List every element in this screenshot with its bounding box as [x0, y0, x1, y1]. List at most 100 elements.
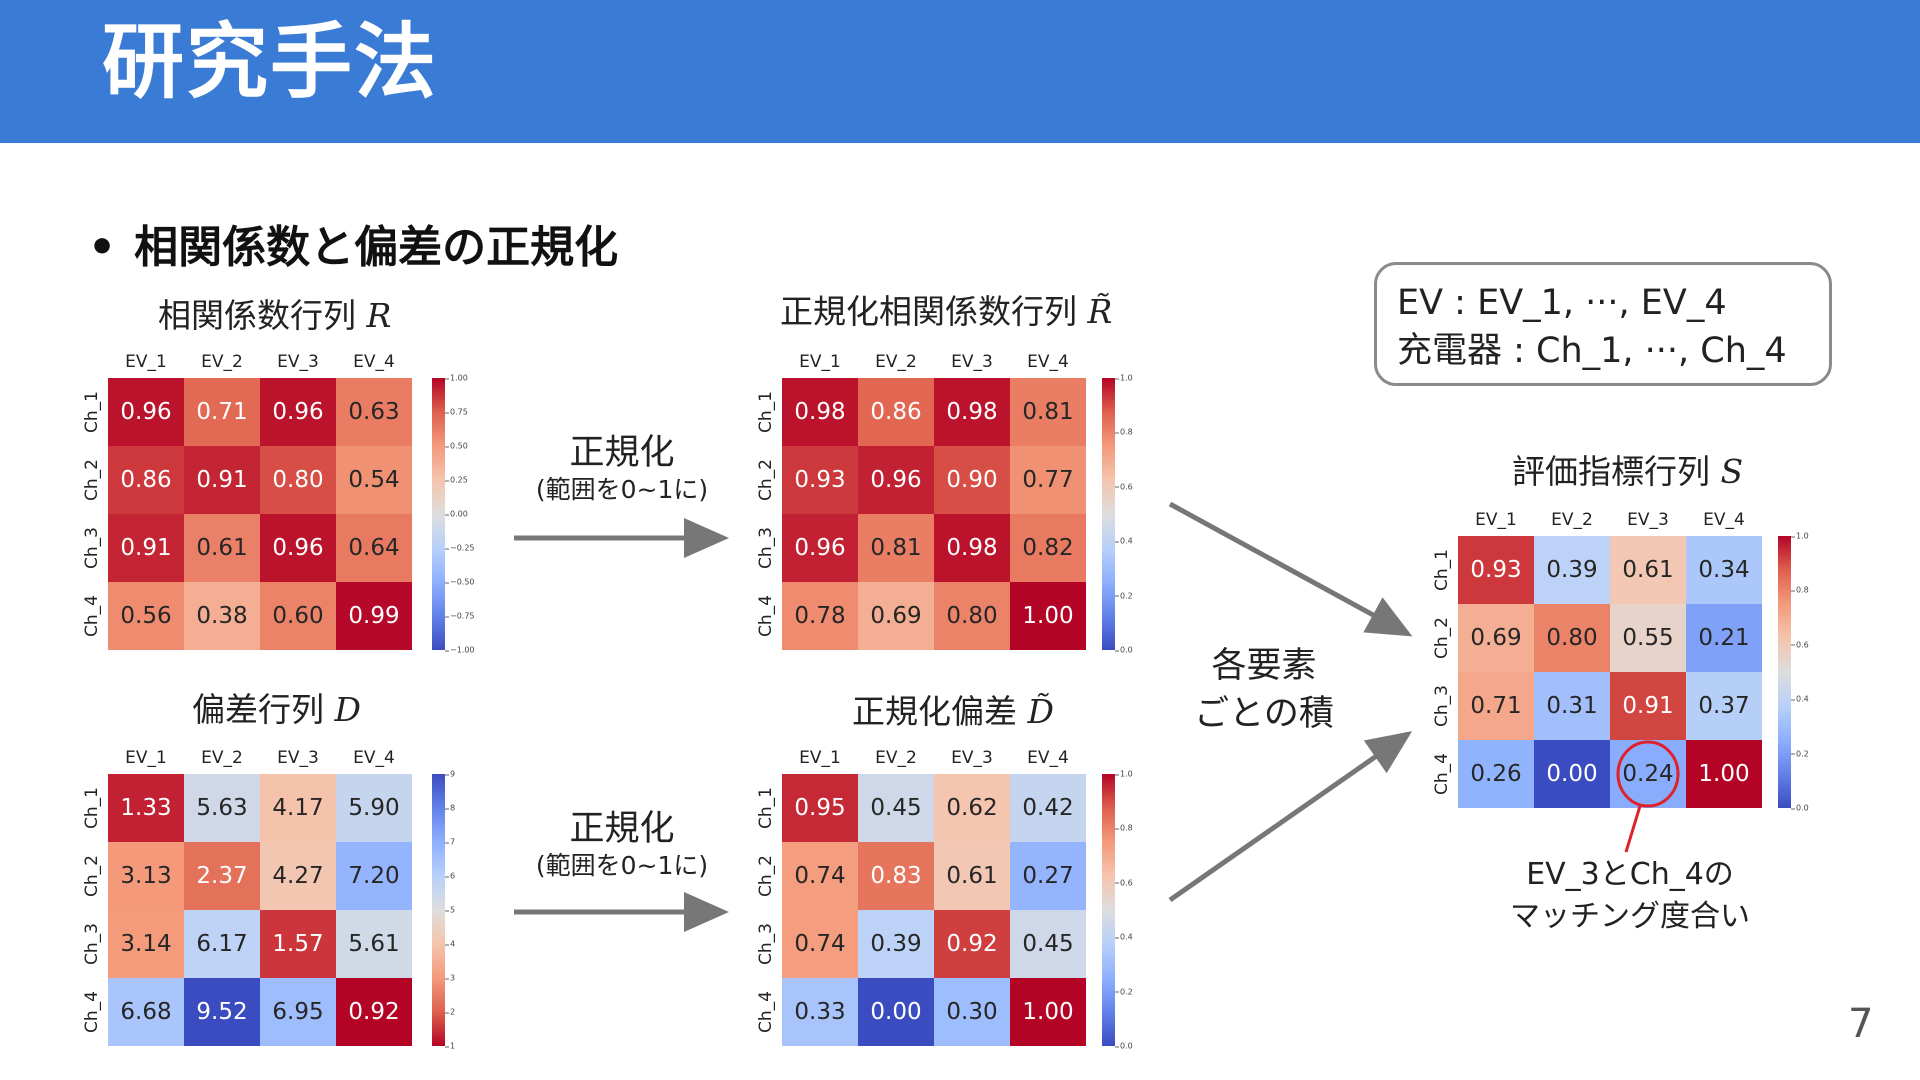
heatmap-cell: 0.63	[336, 378, 412, 446]
matrix-title-D: 偏差行列 D	[192, 690, 361, 729]
column-label: EV_2	[201, 748, 243, 768]
heatmap-cell: 0.21	[1686, 604, 1762, 672]
colorbar-tick: −0.25	[445, 543, 475, 553]
heatmap-cell: 0.39	[1534, 536, 1610, 604]
heatmap-cell: 1.57	[260, 910, 336, 978]
colorbar-tick: 0.50	[445, 441, 468, 451]
column-label: EV_1	[799, 748, 841, 768]
column-label: EV_3	[277, 352, 319, 372]
heatmap-cell: 2.37	[184, 842, 260, 910]
colorbar-tick: 7	[444, 837, 456, 847]
row-label: Ch_4	[756, 595, 776, 637]
heatmap-cell: 0.86	[108, 446, 184, 514]
column-label: EV_3	[277, 748, 319, 768]
row-label: Ch_4	[82, 595, 102, 637]
heatmap-cell: 0.90	[934, 446, 1010, 514]
matrix-title-Rn: 正規化相関係数行列 R̃	[780, 292, 1113, 331]
row-label: Ch_2	[82, 855, 102, 897]
heatmap-cell: 0.77	[1010, 446, 1086, 514]
heatmap-cell: 0.95	[782, 774, 858, 842]
colorbar-tick: 1.00	[445, 373, 468, 383]
heatmap-cell: 0.34	[1686, 536, 1762, 604]
heatmap-cell: 0.80	[934, 582, 1010, 650]
colorbar-tick: −0.50	[445, 577, 475, 587]
heatmap-cell: 0.42	[1010, 774, 1086, 842]
row-label: Ch_2	[1432, 617, 1452, 659]
row-label: Ch_2	[756, 855, 776, 897]
heatmap-cell: 0.98	[782, 378, 858, 446]
colorbar-tick: 0.75	[445, 407, 468, 417]
colorbar-tick: 0.0	[1115, 1041, 1133, 1051]
bullet-dot: •	[88, 222, 117, 273]
column-label: EV_4	[1027, 352, 1069, 372]
colorbar-tick: 1.0	[1115, 373, 1133, 383]
colorbar-tick: 0.8	[1115, 823, 1133, 833]
row-label: Ch_3	[756, 923, 776, 965]
normalize-label-bottom-sub: (範囲を0~1に)	[535, 851, 709, 880]
row-label: Ch_1	[1432, 549, 1452, 591]
row-label: Ch_4	[756, 991, 776, 1033]
heatmap-cell: 0.99	[336, 582, 412, 650]
colorbar-tick: 6	[444, 871, 456, 881]
heatmap-cell: 5.61	[336, 910, 412, 978]
matrix-title-S: 評価指標行列 S	[1512, 452, 1744, 491]
heatmap-cell: 0.98	[934, 514, 1010, 582]
normalize-label-top-main: 正規化	[569, 433, 675, 473]
heatmap-cell: 0.55	[1610, 604, 1686, 672]
heatmap-cell: 0.71	[1458, 672, 1534, 740]
heatmap-cell: 0.45	[858, 774, 934, 842]
heatmap-cell: 0.00	[858, 978, 934, 1046]
heatmap-cell: 0.82	[1010, 514, 1086, 582]
highlight-annotation: EV_3とCh_4の マッチング度合い	[1510, 857, 1750, 934]
row-label: Ch_3	[1432, 685, 1452, 727]
bullet-text: 相関係数と偏差の正規化	[134, 222, 619, 273]
heatmap-cell: 0.69	[858, 582, 934, 650]
colorbar-tick: 0.4	[1115, 536, 1133, 546]
heatmap-cell: 0.80	[1534, 604, 1610, 672]
heatmap-cell: 0.81	[1010, 378, 1086, 446]
heatmap-cell: 0.98	[934, 378, 1010, 446]
heatmap-cell: 0.00	[1534, 740, 1610, 808]
column-label: EV_4	[353, 352, 395, 372]
heatmap-cell: 0.86	[858, 378, 934, 446]
elementwise-product-label: 各要素 ごとの積	[1194, 646, 1334, 734]
heatmap-cell: 0.31	[1534, 672, 1610, 740]
definition-box: EV : EV_1, ···, EV_4 充電器 : Ch_1, ···, Ch…	[1374, 262, 1832, 386]
heatmap-cell: 0.69	[1458, 604, 1534, 672]
heatmap-cell: 5.90	[336, 774, 412, 842]
heatmap-cell: 0.96	[260, 378, 336, 446]
colorbar-tick: 2	[444, 1007, 456, 1017]
colorbar-tick: 0.8	[1115, 427, 1133, 437]
row-label: Ch_1	[82, 787, 102, 829]
row-label: Ch_2	[82, 459, 102, 501]
heatmap-cell: 0.39	[858, 910, 934, 978]
normalize-label-top-sub: (範囲を0~1に)	[535, 475, 709, 504]
row-label: Ch_3	[756, 527, 776, 569]
heatmap-cell: 5.63	[184, 774, 260, 842]
column-label: EV_1	[125, 748, 167, 768]
colorbar-tick: 0.4	[1791, 694, 1809, 704]
heatmap-cell: 6.95	[260, 978, 336, 1046]
heatmap-cell: 0.61	[934, 842, 1010, 910]
colorbar-tick: 0.6	[1115, 878, 1133, 888]
heatmap-cell: 0.93	[1458, 536, 1534, 604]
heatmap-cell: 9.52	[184, 978, 260, 1046]
heatmap-cell: 6.17	[184, 910, 260, 978]
heatmap-cell: 0.92	[934, 910, 1010, 978]
heatmap-cell: 0.61	[1610, 536, 1686, 604]
heatmap-cell: 0.78	[782, 582, 858, 650]
matrix-title-Dn: 正規化偏差 D̃	[852, 692, 1054, 731]
colorbar-tick: 0.2	[1791, 749, 1809, 759]
page-number: 7	[1848, 1001, 1874, 1047]
colorbar-tick: −1.00	[445, 645, 475, 655]
bullet-heading: • 相関係数と偏差の正規化	[88, 222, 618, 275]
column-label: EV_4	[353, 748, 395, 768]
